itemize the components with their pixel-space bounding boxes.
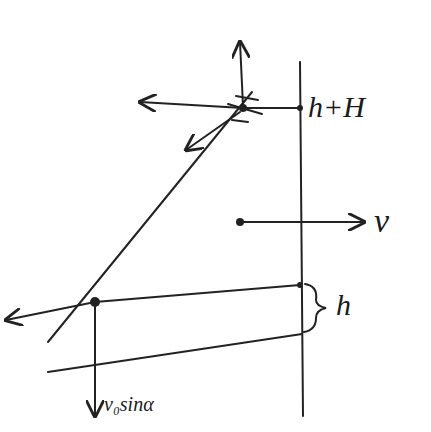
point-dot — [239, 104, 247, 112]
point-dot — [297, 105, 303, 111]
height-brace — [304, 284, 326, 332]
wall-line — [300, 62, 303, 416]
velocity-arrow — [94, 304, 96, 416]
point-dot — [90, 297, 100, 307]
height-label: h — [336, 290, 351, 320]
height-line — [95, 285, 300, 302]
velocity-label: v₀sinα — [104, 394, 154, 414]
height-label: h+H — [308, 92, 365, 122]
point-dot — [297, 282, 303, 288]
velocity-label: v — [374, 204, 389, 238]
height-line — [243, 107, 300, 109]
velocity-arrow — [140, 102, 243, 108]
point-dot — [236, 218, 244, 226]
velocity-arrow — [240, 221, 364, 223]
angle-mark — [228, 96, 262, 122]
ground-line — [48, 334, 302, 372]
velocity-arrow — [6, 302, 95, 320]
velocity-arrow — [186, 112, 240, 150]
